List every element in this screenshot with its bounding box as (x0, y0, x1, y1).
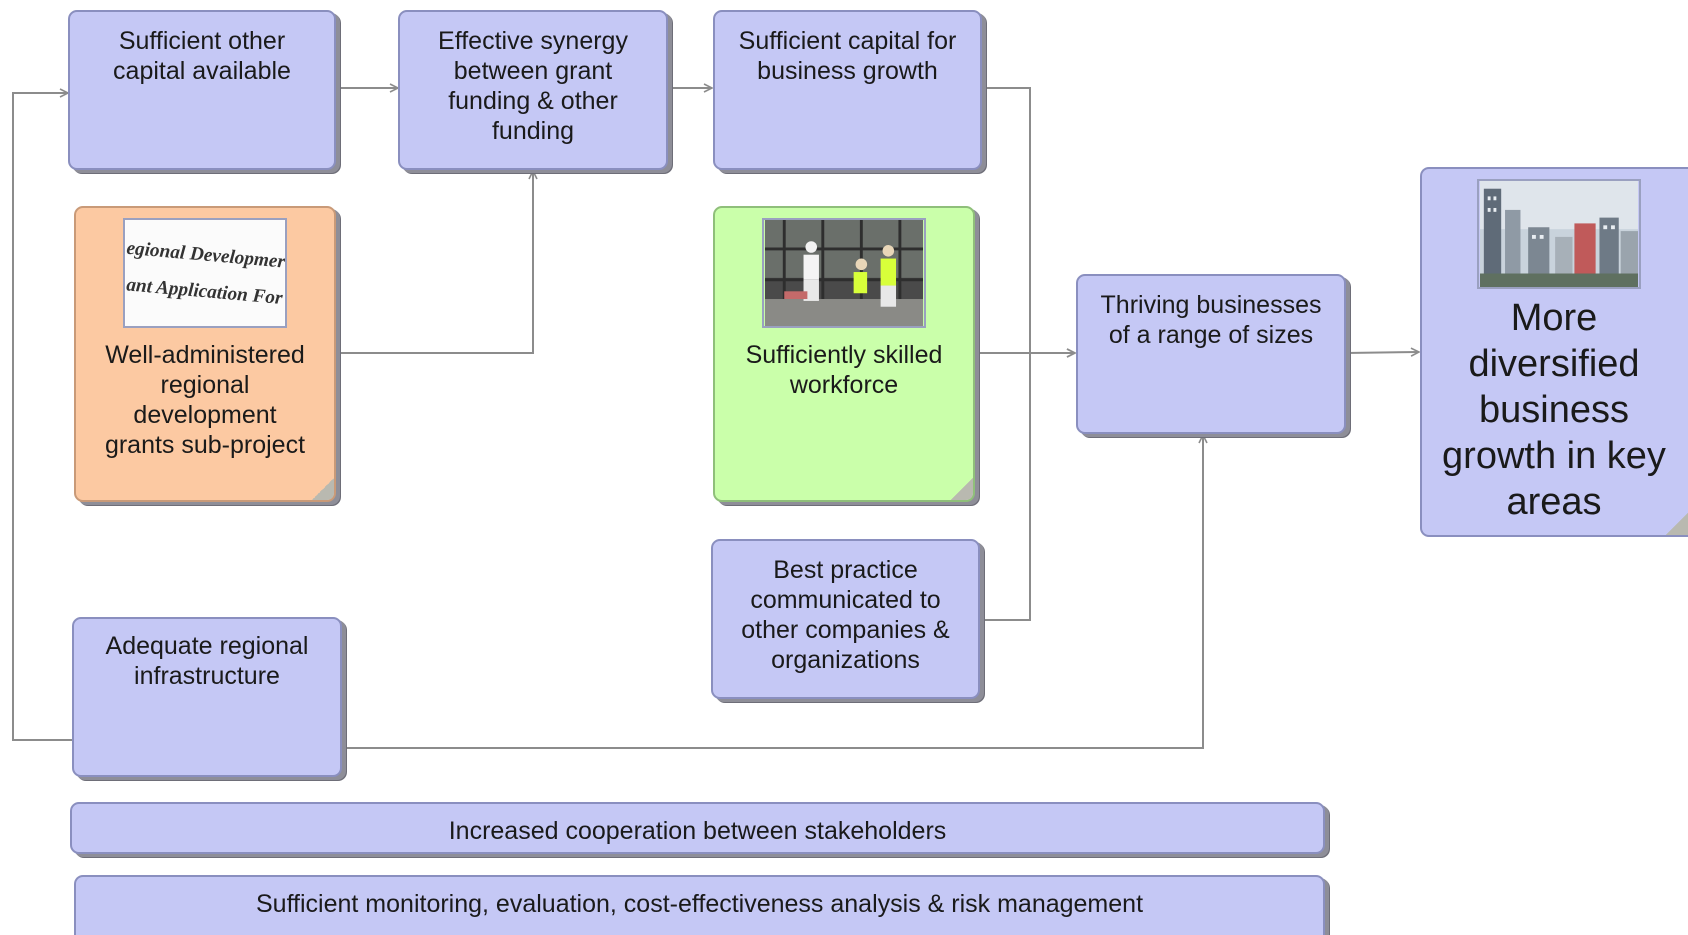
node-label: Sufficiently skilled workforce (745, 341, 943, 399)
link-capital-growth-to-thriving (982, 87, 1075, 353)
node-thriving-businesses[interactable]: Thriving businesses of a range of sizes (1076, 274, 1346, 434)
node-label: Effective synergy between grant funding … (438, 27, 628, 145)
corner-fold-icon (951, 478, 973, 500)
workers-photo-icon (764, 220, 924, 326)
node-label: Best practice communicated to other comp… (741, 556, 950, 674)
workforce-image (762, 218, 926, 328)
node-label: Sufficient capital for business growth (738, 27, 957, 85)
node-regional-grants-subproject[interactable]: egional Developmer ant Application For W… (74, 206, 336, 502)
grant-application-image: egional Developmer ant Application For (123, 218, 287, 328)
node-increased-cooperation[interactable]: Increased cooperation between stakeholde… (70, 802, 1325, 854)
node-sufficient-capital-growth[interactable]: Sufficient capital for business growth (713, 10, 982, 170)
node-label: Adequate regional infrastructure (105, 632, 309, 690)
node-label: Sufficient monitoring, evaluation, cost-… (255, 890, 1144, 918)
node-label: More diversified business growth in key … (1442, 297, 1666, 523)
link-thriving-to-outcome (1345, 352, 1419, 353)
node-sufficient-monitoring[interactable]: Sufficient monitoring, evaluation, cost-… (74, 875, 1325, 935)
node-diversified-business-growth[interactable]: More diversified business growth in key … (1420, 167, 1688, 537)
node-label: Thriving businesses of a range of sizes (1100, 291, 1322, 349)
node-regional-infrastructure[interactable]: Adequate regional infrastructure (72, 617, 342, 777)
corner-fold-icon (312, 478, 334, 500)
node-effective-synergy[interactable]: Effective synergy between grant funding … (398, 10, 668, 170)
link-infrastructure-to-other-capital (12, 93, 72, 741)
node-label: Sufficient other capital available (113, 27, 291, 85)
node-best-practice[interactable]: Best practice communicated to other comp… (711, 539, 980, 699)
link-infrastructure-to-thriving (342, 435, 1203, 749)
city-image (1477, 179, 1641, 289)
document-photo-icon: egional Developmer ant Application For (126, 220, 285, 326)
link-best-practice-to-thriving (980, 353, 1031, 621)
city-skyline-photo-icon (1479, 181, 1639, 287)
node-sufficient-other-capital[interactable]: Sufficient other capital available (68, 10, 336, 170)
link-grants-to-synergy (336, 171, 533, 354)
node-skilled-workforce[interactable]: Sufficiently skilled workforce (713, 206, 975, 502)
corner-fold-icon (1666, 513, 1688, 535)
node-label: Increased cooperation between stakeholde… (448, 817, 947, 845)
node-label: Well-administered regional development g… (104, 341, 306, 459)
